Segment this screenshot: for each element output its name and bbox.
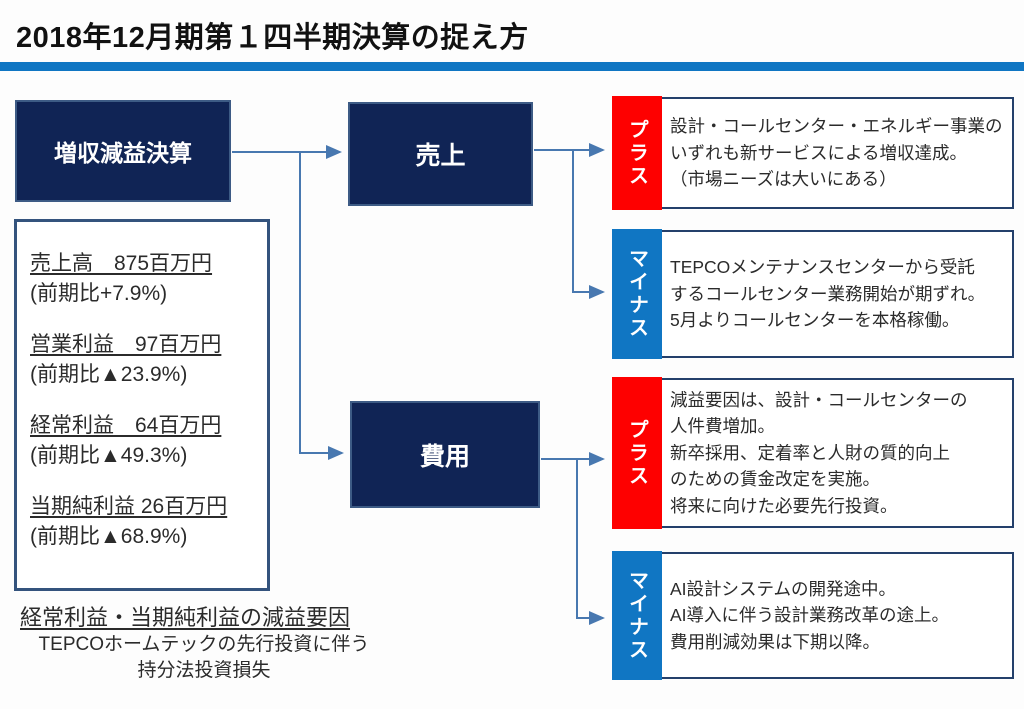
factor-row-cost-plus: プラス 減益要因は、設計・コールセンターの 人件費増加。 新卒採用、定着率と人財… xyxy=(612,377,1014,529)
cost-box-label: 費用 xyxy=(419,442,470,471)
financial-item-ordinary-profit: 経常利益 64百万円 (前期比▲49.3%) xyxy=(30,409,259,469)
financial-change: (前期比▲49.3%) xyxy=(30,444,188,467)
factor-text: TEPCOメンテナンスセンターから受託 するコールセンター業務開始が期ずれ。 5… xyxy=(670,230,1010,358)
title-accent-bar xyxy=(0,62,1024,71)
footnote-heading: 経常利益・当期純利益の減益要因 xyxy=(20,605,351,630)
factor-row-cost-minus: マイナス AI設計システムの開発途中。 AI導入に伴う設計業務改革の途上。 費用… xyxy=(612,551,1014,680)
factor-text: AI設計システムの開発途中。 AI導入に伴う設計業務改革の途上。 費用削減効果は… xyxy=(670,552,1010,679)
factor-frame xyxy=(616,552,1014,679)
summary-box-label: 増収減益決算 xyxy=(54,140,192,166)
factor-line: AI設計システムの開発途中。 xyxy=(670,578,897,599)
factor-line: 将来に向けた必要先行投資。 xyxy=(670,495,898,516)
factor-line: 新卒採用、定着率と人財の質的向上 xyxy=(670,442,950,463)
arrow-sales-to-minus xyxy=(572,150,605,299)
financial-item-operating-profit: 営業利益 97百万円 (前期比▲23.9%) xyxy=(30,328,259,388)
factor-line: 設計・コールセンター・エネルギー事業の xyxy=(670,116,1003,137)
minus-tag: マイナス xyxy=(612,229,662,359)
factor-line: いずれも新サービスによる増収達成。 xyxy=(670,142,967,163)
financial-headline: 経常利益 64百万円 xyxy=(30,414,222,437)
arrow-summary-to-cost xyxy=(299,152,344,460)
factor-row-sales-plus: プラス 設計・コールセンター・エネルギー事業の いずれも新サービスによる増収達成… xyxy=(612,96,1014,210)
factor-frame xyxy=(616,378,1014,528)
sales-box: 売上 xyxy=(348,102,533,206)
factor-line: のための賃金改定を実施。 xyxy=(670,469,880,490)
factor-line: （市場ニーズは大いにある） xyxy=(670,169,897,190)
financial-change: (前期比▲23.9%) xyxy=(30,363,188,386)
factor-line: 5月よりコールセンターを本格稼働。 xyxy=(670,310,960,331)
financial-item-sales: 売上高 875百万円 (前期比+7.9%) xyxy=(30,247,259,307)
factor-line: 費用削減効果は下期以降。 xyxy=(670,631,880,652)
footnote: 経常利益・当期純利益の減益要因 TEPCOホームテックの先行投資に伴う 持分法投… xyxy=(14,600,414,683)
factor-line: するコールセンター業務開始が期ずれ。 xyxy=(670,283,986,304)
cost-box: 費用 xyxy=(350,401,540,508)
arrow-cost-to-minus xyxy=(576,459,605,625)
factor-row-sales-minus: マイナス TEPCOメンテナンスセンターから受託 するコールセンター業務開始が期… xyxy=(612,229,1014,359)
factor-text: 設計・コールセンター・エネルギー事業の いずれも新サービスによる増収達成。 （市… xyxy=(670,97,1010,209)
factor-line: 減益要因は、設計・コールセンターの xyxy=(670,389,968,410)
factor-line: AI導入に伴う設計業務改革の途上。 xyxy=(670,605,950,626)
financial-headline: 当期純利益 26百万円 xyxy=(30,495,228,518)
factor-frame xyxy=(616,230,1014,358)
minus-tag: マイナス xyxy=(612,551,662,680)
financial-headline: 営業利益 97百万円 xyxy=(30,333,222,356)
footnote-line: TEPCOホームテックの先行投資に伴う xyxy=(38,634,370,655)
financials-box: 売上高 875百万円 (前期比+7.9%) 営業利益 97百万円 (前期比▲23… xyxy=(14,219,270,591)
factor-line: TEPCOメンテナンスセンターから受託 xyxy=(670,257,975,278)
financial-headline: 売上高 875百万円 xyxy=(30,252,213,275)
financial-item-net-income: 当期純利益 26百万円 (前期比▲68.9%) xyxy=(30,490,259,550)
summary-box: 増収減益決算 xyxy=(15,100,231,202)
financial-change: (前期比▲68.9%) xyxy=(30,525,188,548)
plus-tag: プラス xyxy=(612,96,662,210)
financial-change: (前期比+7.9%) xyxy=(30,282,168,305)
plus-tag: プラス xyxy=(612,377,662,529)
page-title: 2018年12月期第１四半期決算の捉え方 xyxy=(16,22,529,54)
sales-box-label: 売上 xyxy=(415,142,466,170)
footnote-line: 持分法投資損失 xyxy=(137,659,271,681)
factor-line: 人件費増加。 xyxy=(670,416,775,437)
factor-text: 減益要因は、設計・コールセンターの 人件費増加。 新卒採用、定着率と人財の質的向… xyxy=(670,378,1010,528)
